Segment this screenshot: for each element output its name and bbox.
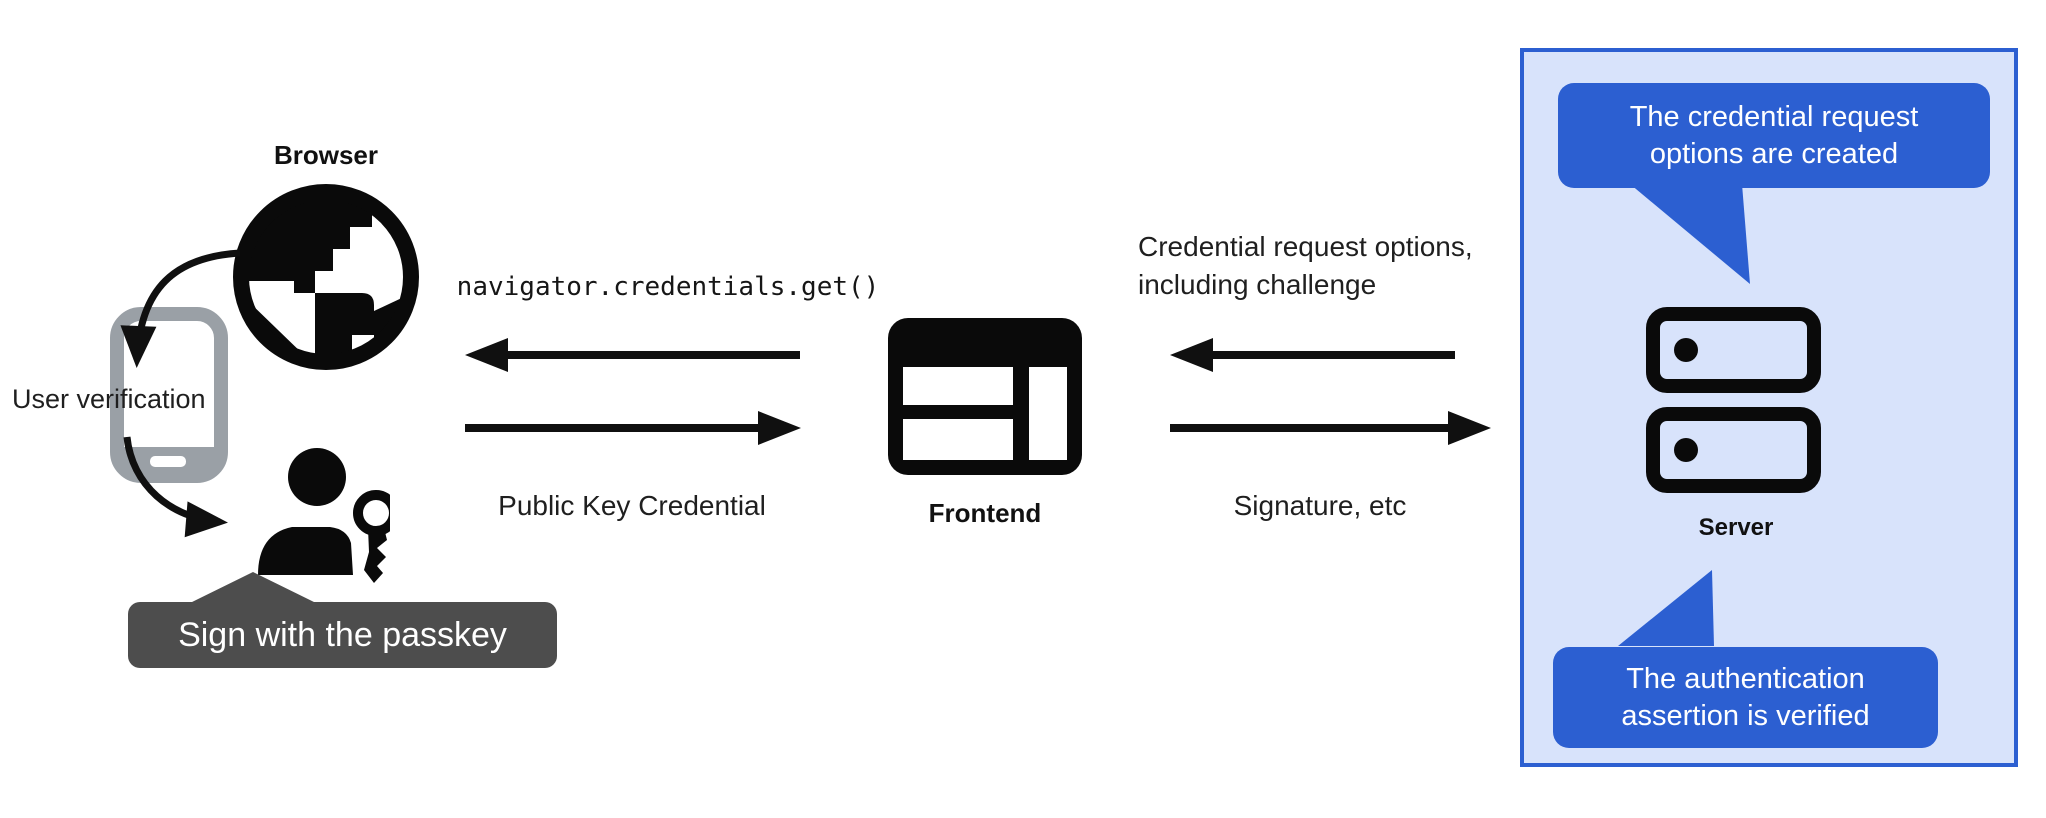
public-key-credential-label: Public Key Credential — [498, 490, 766, 521]
frontend-window-icon — [888, 318, 1082, 475]
credential-request-options-label: Credential request options, including ch… — [1138, 228, 1538, 304]
globe-browser-icon — [233, 184, 419, 370]
arrow-right-head-icon — [1448, 411, 1491, 445]
curved-arrow-globe-to-phone-icon — [120, 249, 241, 368]
speech-bubble-bottom-tail — [1618, 570, 1714, 646]
frontend-label: Frontend — [928, 498, 1042, 528]
bubble-top-line1: The credential request — [1629, 101, 1919, 133]
person-body-icon — [258, 527, 353, 575]
server-icon — [1646, 307, 1821, 493]
arrow-right-head-icon — [758, 411, 801, 445]
key-teeth-icon — [364, 528, 387, 583]
arrow-shaft — [505, 351, 800, 359]
api-call-label: navigator.credentials.get() — [456, 272, 880, 302]
browser-label: Browser — [273, 140, 379, 170]
arrow-left-head-icon — [465, 338, 508, 372]
key-ring-icon — [353, 490, 390, 536]
person-head-icon — [288, 448, 346, 506]
server-frame: The credential request options are creat… — [1520, 48, 2018, 767]
arrow-shaft — [465, 424, 760, 432]
curved-arrows — [120, 249, 241, 538]
bubble-bottom-line1: The authentication — [1626, 663, 1865, 695]
arrow-shaft — [1170, 424, 1448, 432]
request-line2: including challenge — [1138, 269, 1377, 300]
speech-bubble-bottom: The authentication assertion is verified — [1553, 647, 1938, 748]
arrow-left-head-icon — [1170, 338, 1213, 372]
sign-with-passkey-tooltip: Sign with the passkey — [128, 572, 557, 668]
person-with-key-icon — [258, 448, 390, 583]
server-label: Server — [1698, 514, 1774, 541]
arrow-shaft — [1213, 351, 1455, 359]
tooltip-text: Sign with the passkey — [178, 616, 507, 654]
speech-bubble-top-tail — [1630, 184, 1750, 284]
curved-arrow-phone-to-user-icon — [123, 436, 228, 538]
speech-bubble-top: The credential request options are creat… — [1558, 83, 1990, 188]
bubble-bottom-line2: assertion is verified — [1621, 700, 1870, 732]
user-verification-label: User verification — [12, 384, 206, 414]
signature-etc-label: Signature, etc — [1233, 490, 1407, 521]
request-line1: Credential request options, — [1138, 231, 1473, 262]
bubble-top-line2: options are created — [1649, 138, 1899, 170]
